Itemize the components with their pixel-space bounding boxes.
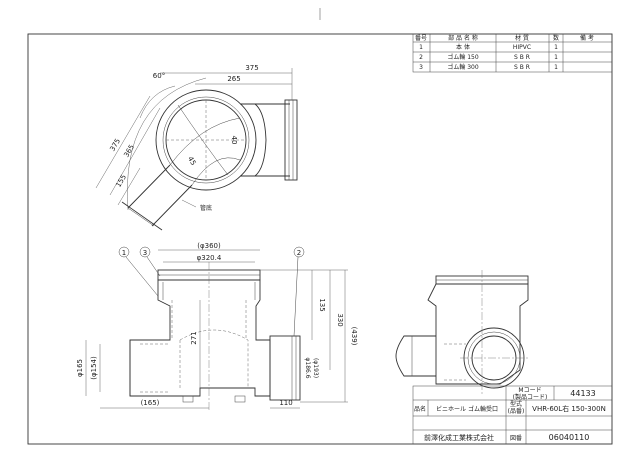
front-dim-phi320: φ320.4 bbox=[197, 254, 222, 262]
plan-angle-45: 45 bbox=[186, 155, 197, 167]
plan-dim-155: 155 bbox=[114, 173, 128, 189]
front-body-outline bbox=[129, 279, 271, 397]
plan-outlet-socket bbox=[284, 99, 298, 181]
table-row-3-no: 3 bbox=[419, 64, 423, 71]
side-inlet-pipe bbox=[395, 335, 436, 377]
plan-inner-circle bbox=[162, 96, 250, 184]
plan-arc-dim bbox=[127, 77, 207, 211]
table-header-material: 材 質 bbox=[515, 34, 529, 42]
title-model-sub: (品番) bbox=[508, 408, 525, 415]
plan-dim-365: 365 bbox=[122, 143, 136, 159]
table-header-qty: 数 bbox=[553, 34, 559, 42]
plan-dim-375-top: 375 bbox=[245, 64, 258, 72]
table-row-3-name: ゴム輪 300 bbox=[447, 63, 479, 71]
plan-label-kogai: 管底 bbox=[200, 204, 212, 212]
plan-angle-40: 40 bbox=[230, 136, 238, 145]
front-dim-165: (165) bbox=[141, 399, 160, 407]
table-header-no: 番号 bbox=[415, 35, 427, 42]
table-header-note: 備 考 bbox=[580, 34, 594, 42]
table-row-3-qty: 1 bbox=[554, 64, 558, 71]
plan-outlet-neck bbox=[254, 103, 267, 177]
plan-dim-375-side: 375 bbox=[108, 137, 122, 153]
callout-3: 3 bbox=[143, 249, 147, 257]
callout-2: 2 bbox=[297, 249, 301, 257]
front-dim-110: 110 bbox=[279, 399, 292, 407]
plan-inlet-end bbox=[121, 201, 163, 231]
side-view bbox=[395, 270, 530, 396]
title-company: 前澤化成工業株式会社 bbox=[424, 433, 494, 442]
front-view: (φ360) φ320.4 135 330 (439) 271 φ165 (φ1… bbox=[76, 242, 358, 412]
title-drawing-no-value: 06040110 bbox=[549, 433, 590, 442]
front-outlet-socket bbox=[269, 335, 301, 401]
front-dim-phi193: (φ193) bbox=[312, 358, 319, 378]
title-drawing-no-label: 図番 bbox=[510, 435, 522, 442]
table-row-2-no: 2 bbox=[419, 54, 423, 61]
front-dim-271: 271 bbox=[190, 331, 198, 344]
plan-dim-265: 265 bbox=[227, 75, 240, 83]
side-body-outline bbox=[427, 283, 529, 385]
table-row-1-qty: 1 bbox=[554, 44, 558, 51]
table-row-2-material: S B R bbox=[514, 54, 530, 61]
table-row-1-name: 本 体 bbox=[456, 43, 470, 51]
plan-angle-60: 60° bbox=[153, 72, 165, 80]
title-model-label: 型式 bbox=[510, 400, 522, 408]
table-row-1-material: HIPVC bbox=[513, 44, 531, 51]
top-view: 60° 375 265 375 365 155 40 45 管底 bbox=[95, 64, 298, 231]
title-mcode-value: 44133 bbox=[570, 389, 595, 398]
front-dim-330: 330 bbox=[336, 313, 344, 326]
table-header-name: 部 品 名 称 bbox=[448, 34, 478, 42]
title-block: Mコード (製品コード) 44133 品名 ビニホール ゴム輪受口 型式 (品番… bbox=[412, 385, 613, 445]
title-mcode-label: Mコード bbox=[518, 387, 541, 394]
front-dim-phi154: (φ154) bbox=[90, 356, 98, 380]
parts-table: 番号 部 品 名 称 材 質 数 備 考 1 本 体 HIPVC 1 2 ゴム輪… bbox=[412, 33, 613, 73]
front-dim-phi186: φ186.6 bbox=[304, 357, 311, 378]
title-name-value: ビニホール ゴム輪受口 bbox=[436, 405, 498, 413]
title-model-value: VHR-60L右 150-300N bbox=[532, 404, 606, 413]
front-dim-439: (439) bbox=[350, 327, 358, 346]
title-mcode-sub: (製品コード) bbox=[513, 393, 548, 401]
table-row-2-qty: 1 bbox=[554, 54, 558, 61]
front-dim-phi360: (φ360) bbox=[197, 242, 221, 250]
front-dim-135: 135 bbox=[318, 298, 326, 311]
plan-outlet-pipe bbox=[240, 103, 290, 177]
table-row-3-material: S B R bbox=[514, 64, 530, 71]
table-row-2-name: ゴム輪 150 bbox=[447, 53, 479, 61]
table-row-1-no: 1 bbox=[419, 44, 423, 51]
callout-3-circle bbox=[139, 246, 151, 258]
drawing-border bbox=[27, 33, 613, 445]
plan-body-circle bbox=[155, 89, 257, 191]
callout-2-circle bbox=[293, 246, 305, 258]
callout-1: 1 bbox=[122, 249, 126, 257]
callout-1-circle bbox=[118, 246, 130, 258]
title-name-label: 品名 bbox=[414, 405, 426, 413]
front-dim-phi165: φ165 bbox=[76, 359, 84, 377]
plan-inlet-pipe bbox=[127, 164, 193, 227]
